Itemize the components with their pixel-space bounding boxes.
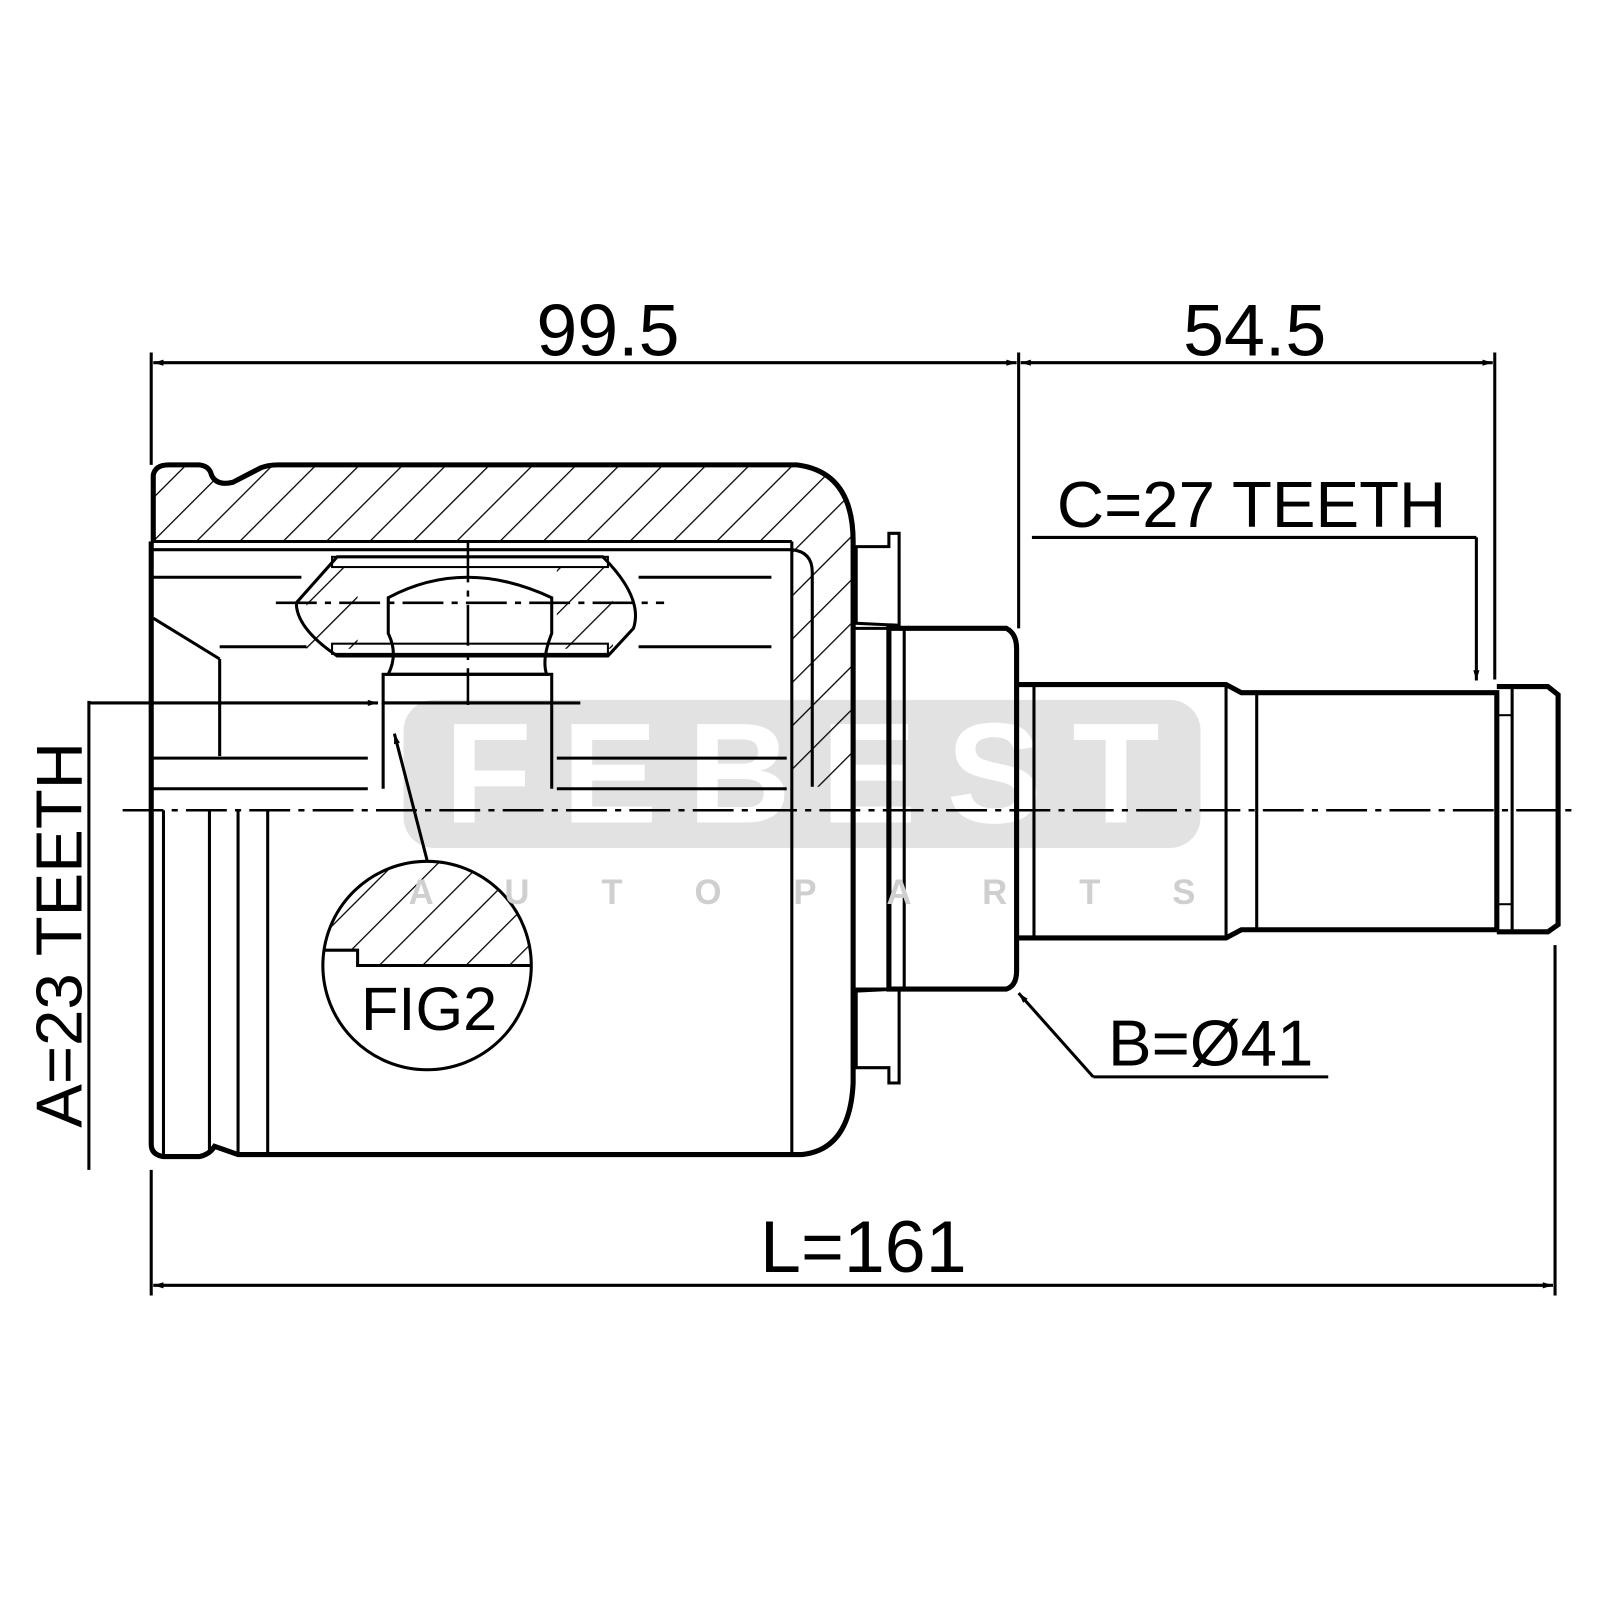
fig2-detail: FIG2 <box>321 733 533 1072</box>
dim-54-5: 54.5 <box>1183 289 1326 372</box>
spline-c-label: C=27 TEETH <box>1057 468 1446 541</box>
dimensions: 99.5 54.5 C=27 TEETH B=Ø41 A=23 TEETH L=… <box>23 289 1557 1296</box>
dim-99-5: 99.5 <box>536 289 679 372</box>
watermark-tagline: A U T O P A R T S <box>409 874 1196 912</box>
outer-housing <box>148 462 856 1160</box>
spline-a-label: A=23 TEETH <box>23 742 96 1128</box>
length-l-label: L=161 <box>760 1205 967 1288</box>
tripod-roller <box>275 541 665 789</box>
watermark-tagline-layer: A U T O P A R T S <box>409 874 1196 912</box>
fig2-label: FIG2 <box>361 975 497 1043</box>
diameter-b-label: B=Ø41 <box>1108 1007 1313 1080</box>
